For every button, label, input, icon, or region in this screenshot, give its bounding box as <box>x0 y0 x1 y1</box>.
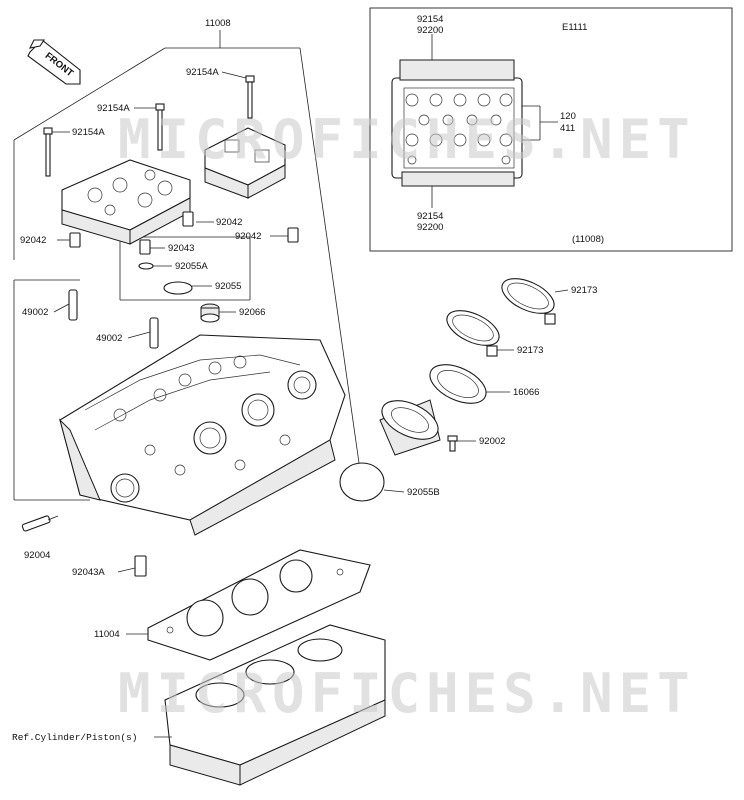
callout-92042-left: 92042 <box>20 235 46 246</box>
inset-side-label-2: 411 <box>560 123 575 134</box>
clamp-92173-a <box>501 278 556 325</box>
callout-92055: 92055 <box>215 281 241 292</box>
front-direction-badge: FRONT <box>27 39 81 85</box>
callout-11008: 11008 <box>205 18 231 29</box>
bracket-lines-11008 <box>13 30 361 501</box>
cylinder-block-ref <box>164 624 386 786</box>
bolt-92154a-top <box>245 75 255 119</box>
inset-detail-box <box>369 7 733 252</box>
bolt-92002 <box>447 435 458 452</box>
callout-49002-a: 49002 <box>22 307 48 318</box>
callout-11004: 11004 <box>94 629 120 640</box>
cylinder-head <box>59 334 346 536</box>
inset-code-label: E1111 <box>562 22 587 33</box>
callout-16066: 16066 <box>513 387 539 398</box>
callout-92154a-left: 92154A <box>72 127 105 138</box>
leader-lines <box>47 71 569 738</box>
stud-92004 <box>21 515 51 532</box>
valve-guide-49002-b <box>149 317 159 349</box>
inset-top-label-1: 92154 <box>417 14 443 25</box>
inset-ref-label: (11008) <box>572 234 604 245</box>
callout-92055a: 92055A <box>175 261 208 272</box>
inset-top-label-2: 92200 <box>417 25 443 36</box>
callout-92173-b: 92173 <box>517 345 543 356</box>
inset-side-label-1: 120 <box>560 111 576 122</box>
dowel-92043a <box>134 555 147 577</box>
watermark-top: MICROFICHES.NET <box>118 108 696 171</box>
callout-49002-b: 49002 <box>96 333 122 344</box>
valve-guide-49002-a <box>68 289 78 321</box>
callout-92042-right: 92042 <box>235 231 261 242</box>
holder-16066 <box>379 364 487 456</box>
callout-92173-a: 92173 <box>571 285 597 296</box>
inset-bottom-label-1: 92154 <box>417 211 443 222</box>
callout-92154a-top: 92154A <box>186 67 219 78</box>
dowel-92042-left <box>69 232 81 248</box>
dowel-92042-mid <box>182 211 194 227</box>
o-ring-92055 <box>163 281 193 295</box>
watermark-bottom: MICROFICHES.NET <box>118 662 696 725</box>
callout-92055b: 92055B <box>407 487 440 498</box>
clamp-92173-b <box>446 310 500 357</box>
plug-92066 <box>200 303 220 323</box>
camshaft-holder-right <box>204 127 286 199</box>
bolt-92154a-left <box>43 127 53 177</box>
o-ring-92055a <box>138 262 154 270</box>
dowel-92042-right <box>287 227 299 243</box>
callout-92066: 92066 <box>239 307 265 318</box>
callout-ref-cylinder: Ref.Cylinder/Piston(s) <box>12 732 137 743</box>
inset-bottom-label-2: 92200 <box>417 222 443 233</box>
callout-92004: 92004 <box>24 550 50 561</box>
callout-92002: 92002 <box>479 436 505 447</box>
callout-92042-mid: 92042 <box>216 217 242 228</box>
o-ring-92055b <box>339 462 385 502</box>
callout-92043: 92043 <box>168 243 194 254</box>
bolt-92154a-mid <box>155 103 165 151</box>
dowel-92043 <box>139 239 151 255</box>
callout-92154a-mid: 92154A <box>97 103 130 114</box>
callout-92043a: 92043A <box>72 567 105 578</box>
camshaft-holder-left <box>61 159 191 245</box>
head-gasket-11004 <box>147 549 371 661</box>
